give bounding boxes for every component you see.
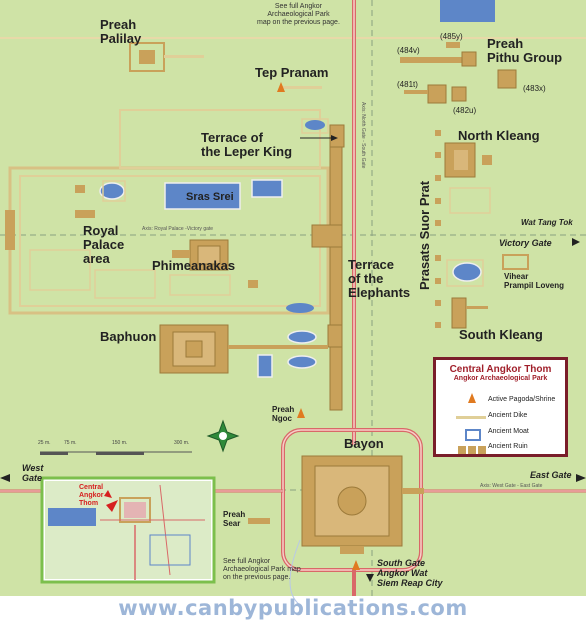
label-east-gate: East Gate [530, 470, 572, 480]
scale-300: 300 m. [174, 440, 190, 446]
label-wat-tang-tok: Wat Tang Tok [521, 218, 573, 227]
code-482u: (482u) [453, 106, 477, 115]
code-484v: (484v) [397, 46, 420, 55]
legend-title: Central Angkor Thom [449, 364, 552, 375]
label-victory-gate: Victory Gate [499, 238, 552, 248]
tep-pranam-shrine [277, 82, 285, 92]
legend-item-dike: Ancient Dike [488, 412, 528, 419]
sras-srei-pool [164, 182, 241, 210]
dike-icon [456, 416, 486, 419]
label-royal-palace: Royal Palace area [83, 223, 125, 266]
legend-item-ruin: Ancient Ruin [488, 443, 528, 450]
legend-subtitle: Angkor Archaeological Park [453, 375, 548, 382]
note-see-full-top: See full Angkor Archaeological Park map … [257, 3, 340, 26]
legend-item-moat: Ancient Moat [488, 428, 529, 435]
moat-icon [465, 429, 481, 441]
inset-map [40, 476, 216, 584]
axis-west-east-text: Axis: West Gate - East Gate [480, 483, 543, 489]
scale-75: 75 m. [64, 440, 77, 446]
note-see-full-bottom: See full Angkor Archaeological Park map … [223, 558, 301, 581]
footer-url[interactable]: www.canbypublications.com [118, 596, 468, 620]
east-gate-arrow [576, 474, 586, 482]
terrace-leper-ruin [329, 124, 345, 148]
legend-symbols [456, 393, 486, 454]
label-preah-pithu: Preah Pithu Group [487, 36, 563, 65]
label-terrace-leper: Terrace of the Leper King [201, 130, 293, 159]
top-pond [440, 0, 495, 22]
label-baphuon: Baphuon [100, 329, 157, 344]
preah-ngoc-shrine [297, 408, 305, 418]
label-preah-ngoc: Preah Ngoc [272, 405, 295, 423]
south-gate-arrow [366, 574, 374, 582]
label-south-kleang: South Kleang [459, 327, 543, 342]
label-tep-pranam: Tep Pranam [255, 65, 329, 80]
code-485y: (485y) [440, 32, 463, 41]
compass-rose [206, 419, 240, 453]
south-kleang-ruin [451, 297, 467, 329]
terrace-elephants-ruin [329, 129, 343, 411]
side-path [289, 539, 301, 606]
label-preah-sear: Preah Sear [223, 510, 246, 528]
code-481t: (481t) [397, 80, 418, 89]
label-sras-srei: Sras Srei [186, 191, 234, 203]
scale-25: 25 m. [38, 440, 51, 446]
label-bayon: Bayon [344, 436, 384, 451]
label-north-kleang: North Kleang [458, 128, 540, 143]
label-preah-palilay: Preah Palilay [100, 17, 142, 46]
label-south-gate: South Gate Angkor Wat Siem Reap City [377, 558, 443, 588]
code-483x: (483x) [523, 84, 546, 93]
ruin-icon [458, 446, 466, 454]
scale-150: 150 m. [112, 440, 128, 446]
axis-north-gate-text: Axis: North Gate - South Gate [360, 102, 366, 169]
map-legend: Central Angkor Thom Angkor Archaeologica… [433, 357, 568, 457]
label-phimeanakas: Phimeanakas [152, 258, 236, 273]
scale-bar [40, 451, 192, 455]
label-west-gate: West Gate [22, 463, 44, 483]
label-prasats-suor-prat: Prasats Suor Prat [417, 180, 432, 290]
label-terrace-elephants: Terrace of the Elephants [348, 257, 411, 300]
west-gate-arrow [0, 474, 10, 482]
victory-gate-arrow [572, 238, 580, 246]
pagoda-icon [468, 393, 476, 403]
label-vihear-prampil: Vihear Prampil Loveng [504, 272, 565, 290]
legend-item-pagoda: Active Pagoda/Shrine [488, 396, 556, 403]
axis-royal-palace-text: Axis: Royal Palace -Victory gate [142, 226, 214, 232]
label-inset-central: Central Angkor Thom [79, 484, 104, 507]
